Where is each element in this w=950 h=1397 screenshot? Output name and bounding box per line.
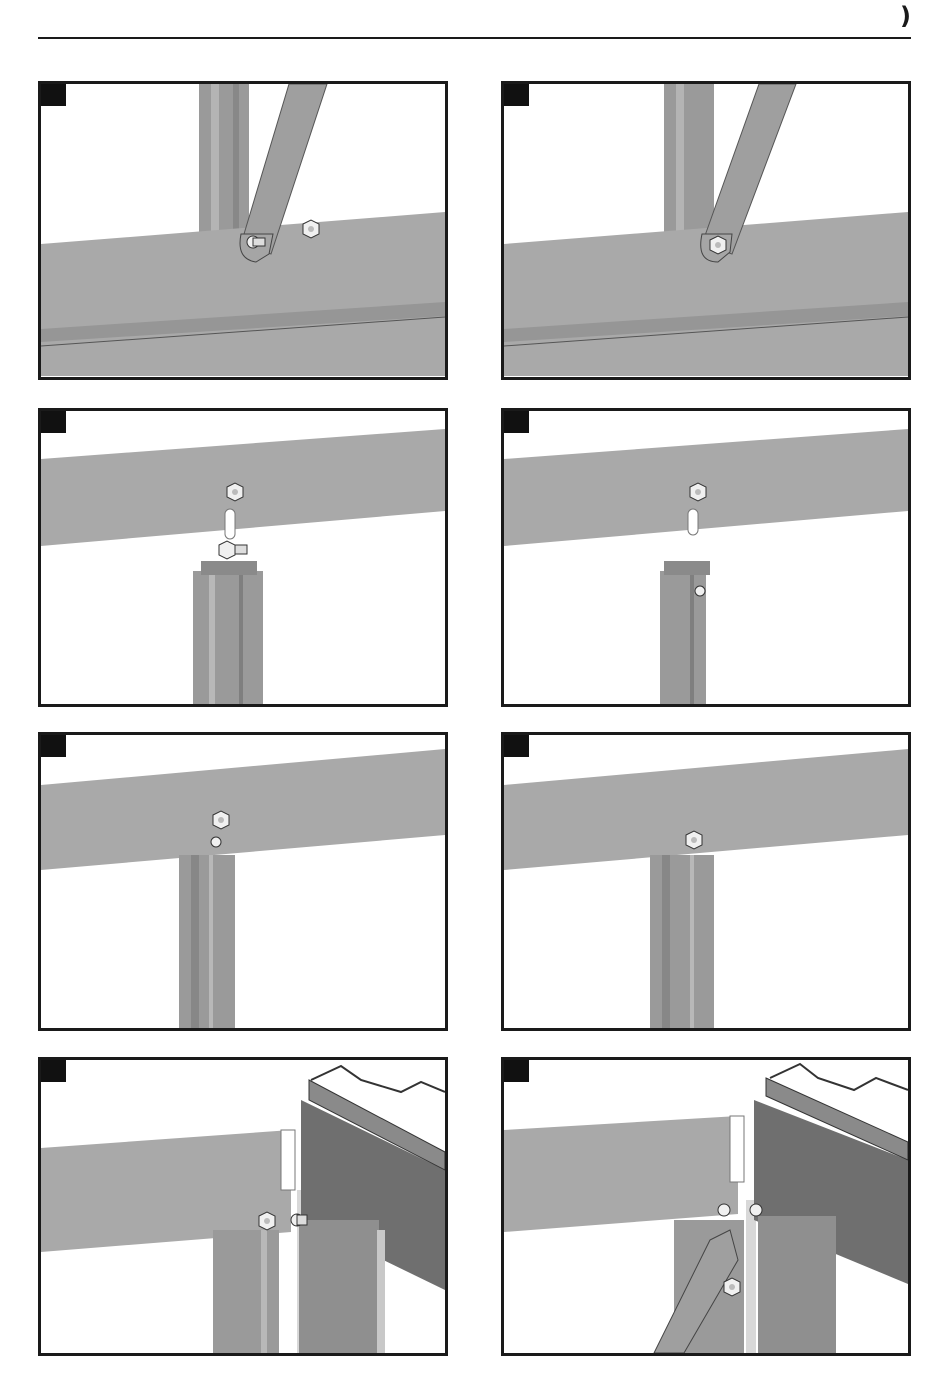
bolt-icon (211, 837, 221, 847)
step-marker (41, 1060, 66, 1082)
panel-1-illustration (41, 84, 445, 377)
panel-5-illustration (41, 735, 445, 1028)
step-marker (41, 735, 66, 757)
nut-icon (710, 236, 726, 254)
panel-2-illustration (504, 84, 908, 377)
panel-4-illustration (504, 411, 908, 704)
panel-8-illustration (504, 1060, 908, 1353)
header-rule (38, 37, 911, 39)
nut-icon (724, 1278, 740, 1296)
diagram-panel-2 (501, 81, 911, 380)
bolt-icon (247, 236, 265, 248)
panel-3-illustration (41, 411, 445, 704)
diagram-panel-6 (501, 732, 911, 1031)
panel-7-illustration (41, 1060, 445, 1353)
diagram-panel-4 (501, 408, 911, 707)
step-marker (504, 1060, 529, 1082)
diagram-panel-8 (501, 1057, 911, 1356)
step-marker (41, 84, 66, 106)
bolt-icon (219, 541, 247, 559)
diagram-panel-3 (38, 408, 448, 707)
nut-icon (259, 1212, 275, 1230)
panel-6-illustration (504, 735, 908, 1028)
nut-icon (213, 811, 229, 829)
nut-icon (686, 831, 702, 849)
nut-icon (227, 483, 243, 501)
diagram-panel-7 (38, 1057, 448, 1356)
nut-icon (303, 220, 319, 238)
step-marker (504, 735, 529, 757)
step-marker (504, 411, 529, 433)
diagram-panel-1 (38, 81, 448, 380)
step-marker (41, 411, 66, 433)
diagram-panel-5 (38, 732, 448, 1031)
step-marker (504, 84, 529, 106)
bolt-icon (718, 1204, 762, 1216)
nut-icon (690, 483, 706, 501)
header-mark: ) (900, 2, 911, 30)
bolt-icon (291, 1214, 307, 1226)
bolt-icon (695, 586, 705, 596)
